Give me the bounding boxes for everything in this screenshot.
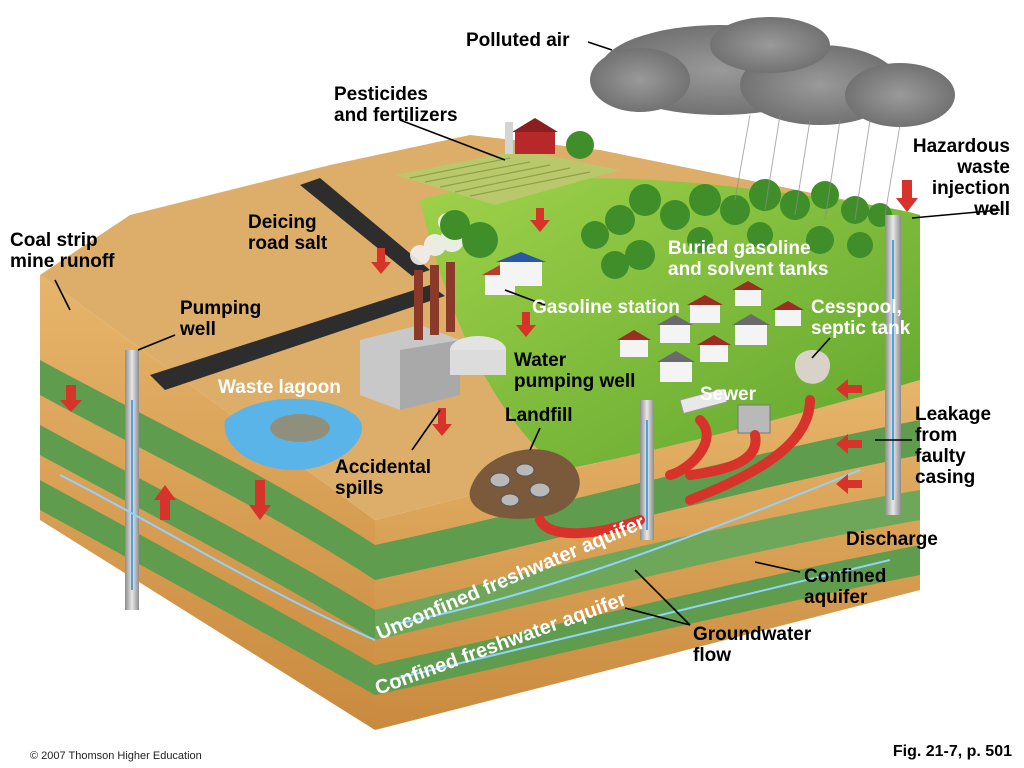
water-pumping-well-label: Water pumping well bbox=[514, 350, 636, 392]
waste-lagoon-label: Waste lagoon bbox=[218, 377, 341, 398]
factory bbox=[360, 262, 506, 410]
polluted-cloud bbox=[590, 17, 955, 127]
figure-reference: Fig. 21-7, p. 501 bbox=[892, 743, 1012, 760]
buried-tanks-label: Buried gasoline and solvent tanks bbox=[668, 238, 829, 280]
groundwater-flow-label: Groundwater flow bbox=[693, 624, 812, 666]
confined-aquifer-label: Confined aquifer bbox=[804, 566, 887, 608]
leak-paths bbox=[535, 395, 815, 539]
hazardous-waste-label: Hazardous waste injection well bbox=[912, 136, 1010, 220]
discharge-label: Discharge bbox=[846, 529, 938, 550]
groundwater-flow-lines bbox=[59, 469, 891, 681]
cesspool bbox=[795, 350, 830, 384]
houses bbox=[482, 252, 804, 382]
cesspool-label: Cesspool, septic tank bbox=[811, 297, 911, 339]
leakage-label: Leakage from faulty casing bbox=[915, 404, 992, 488]
polluted-air-label: Polluted air bbox=[466, 30, 570, 51]
coal-strip-label: Coal strip mine runoff bbox=[10, 230, 115, 272]
sewer-label: Sewer bbox=[700, 384, 756, 405]
accidental-spills-label: Accidental spills bbox=[335, 457, 432, 499]
landfill-label: Landfill bbox=[505, 405, 573, 426]
pesticides-label: Pesticides and fertilizers bbox=[334, 84, 458, 126]
gasoline-station-label: Gasoline station bbox=[532, 297, 680, 318]
pollution-arrows bbox=[60, 180, 918, 520]
barn bbox=[505, 118, 558, 154]
block-left-face bbox=[40, 275, 375, 730]
highway bbox=[150, 285, 445, 390]
landfill bbox=[469, 449, 580, 519]
pumping-well-label: Pumping well bbox=[180, 298, 262, 340]
leader-lines bbox=[54, 41, 1001, 626]
sewer-pipe bbox=[679, 387, 771, 434]
trees bbox=[440, 131, 892, 279]
deicing-label: Deicing road salt bbox=[248, 212, 328, 254]
copyright-text: © 2007 Thomson Higher Education bbox=[30, 750, 202, 762]
farm-field bbox=[395, 150, 620, 205]
